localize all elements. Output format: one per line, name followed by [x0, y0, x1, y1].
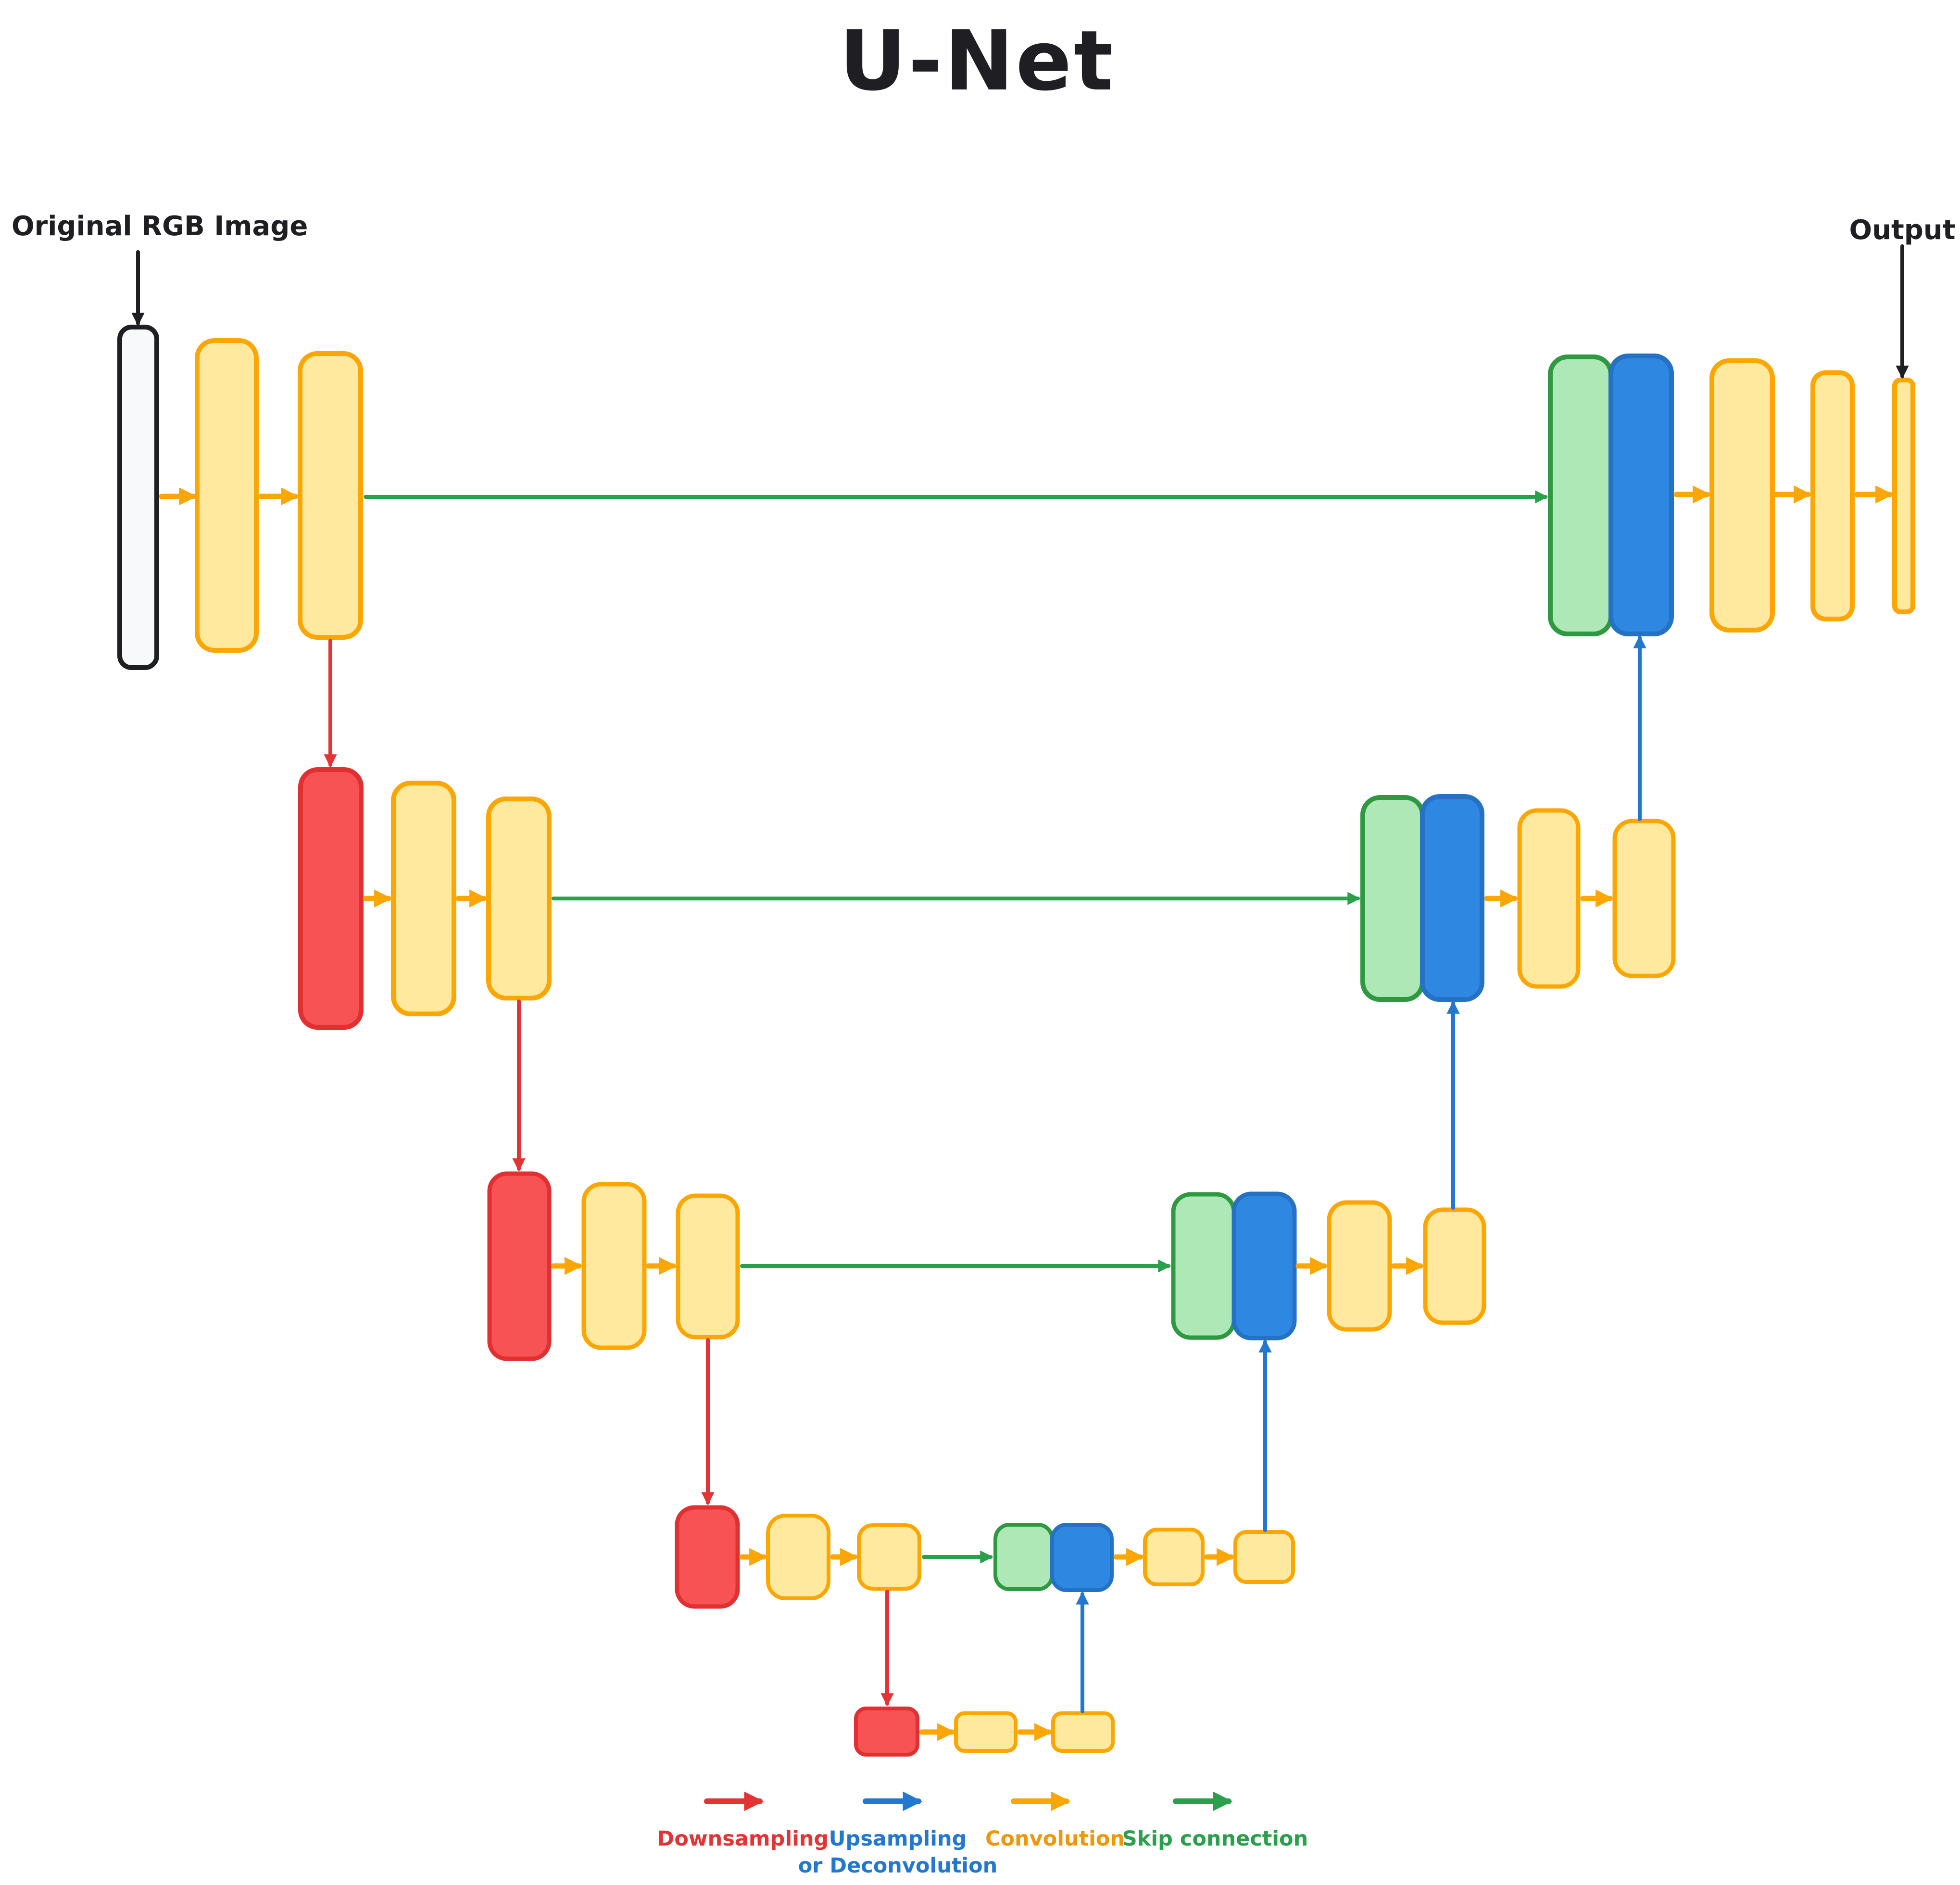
legend-label-upsampling: Upsampling — [829, 1827, 967, 1851]
block-l3-enc-conv1 — [581, 1182, 647, 1350]
block-l2-enc-conv2 — [486, 797, 552, 1000]
block-l1-dec-up — [1608, 354, 1674, 636]
block-l1-dec-concat — [1548, 354, 1613, 636]
block-l5-conv2 — [1051, 1711, 1115, 1753]
block-l1-dec-conv1 — [1709, 358, 1775, 633]
block-l4-enc-conv2 — [857, 1523, 921, 1591]
block-l2-dec-conv1 — [1517, 808, 1581, 989]
block-l4-down — [675, 1505, 740, 1609]
block-l3-dec-conv2 — [1423, 1207, 1486, 1325]
block-l1-enc-conv1 — [195, 338, 259, 653]
block-l2-down — [298, 767, 364, 1030]
block-l4-dec-up — [1050, 1523, 1114, 1592]
input-label: Original RGB Image — [12, 211, 308, 242]
legend-label-upsampling-line2: or Deconvolution — [798, 1854, 998, 1878]
block-l5-conv1 — [954, 1711, 1018, 1753]
block-output-image — [1892, 378, 1915, 614]
legend-label-convolution: Convolution — [985, 1827, 1125, 1851]
block-l1-enc-conv2 — [298, 351, 363, 640]
block-l4-enc-conv1 — [766, 1514, 830, 1600]
block-l3-dec-concat — [1171, 1192, 1236, 1340]
block-l2-enc-conv1 — [391, 781, 456, 1016]
block-l1-dec-conv2 — [1810, 370, 1855, 621]
block-input-image — [117, 325, 159, 670]
block-l3-dec-up — [1231, 1191, 1297, 1341]
page-title: U-Net — [839, 13, 1115, 109]
block-l3-dec-conv1 — [1327, 1200, 1392, 1332]
block-l2-dec-up — [1420, 794, 1484, 1002]
block-l4-dec-concat — [993, 1523, 1054, 1591]
block-l2-dec-concat — [1360, 795, 1425, 1002]
block-l4-dec-conv2 — [1233, 1530, 1295, 1584]
block-l4-dec-conv1 — [1143, 1528, 1205, 1586]
block-l5-down — [854, 1707, 919, 1757]
legend-label-downsampling: Downsampling — [657, 1827, 829, 1851]
legend-label-skip-connection: Skip connection — [1122, 1827, 1308, 1851]
output-label: Output — [1849, 215, 1956, 246]
block-l2-dec-conv2 — [1612, 819, 1676, 978]
block-l3-down — [487, 1171, 552, 1361]
block-l3-enc-conv2 — [676, 1193, 740, 1340]
